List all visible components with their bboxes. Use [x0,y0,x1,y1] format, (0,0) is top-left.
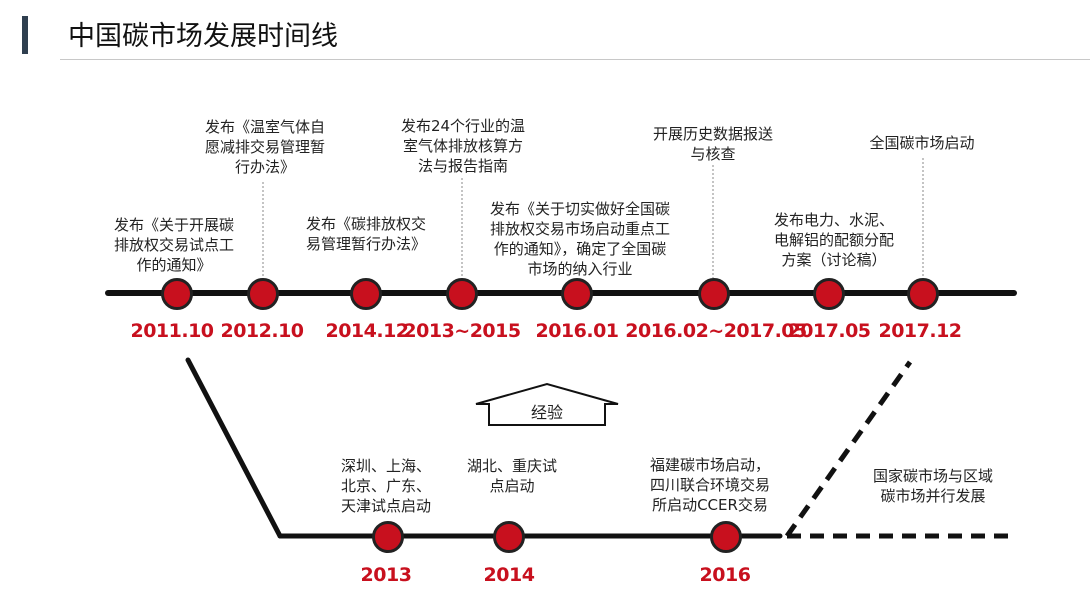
top-date-2011-10: 2011.10 [130,320,214,342]
event-line: 发布《关于切实做好全国碳 [489,200,671,218]
top-date-2017-05: 2017.05 [787,320,871,342]
diagonal-connector [185,357,283,539]
top-dot-2016-02-2017-05 [698,278,730,310]
top-event-2016-01: 发布《关于切实做好全国碳 排放权交易市场启动重点工 作的通知》，确定了全国碳 市… [490,199,670,279]
event-line: 愿减排交易管理暂 [204,138,326,156]
event-line: 点启动 [489,477,535,495]
bottom-date-2013: 2013 [360,564,412,586]
top-date-2016-01: 2016.01 [535,320,619,342]
bottom-date-2014: 2014 [483,564,535,586]
event-line: 发布24个行业的温 [400,117,526,135]
page-title: 中国碳市场发展时间线 [68,21,338,52]
top-event-2017-05: 发布电力、水泥、 电解铝的配额分配 方案（讨论稿） [774,210,894,270]
event-line: 排放权交易市场启动重点工 [489,220,671,238]
event-line: 发布《温室气体自 [204,118,326,136]
bottom-date-2016: 2016 [699,564,751,586]
event-line: 作的通知》，确定了全国碳 [493,240,667,258]
top-dot-2013-2015 [446,278,478,310]
event-line: 所启动CCER交易 [652,496,768,514]
event-line: 开展历史数据报送 [652,125,774,143]
top-event-2017-12: 全国碳市场启动 [869,133,974,153]
event-line: 室气体排放核算方 [402,137,523,155]
event-line: 天津试点启动 [340,497,432,515]
event-line: 行办法》 [234,158,296,176]
event-line: 与核查 [690,145,736,163]
title-accent-bar [22,16,28,54]
event-line: 深圳、上海、 [340,457,432,475]
event-line: 作的通知》 [136,256,212,274]
bottom-dot-2013 [372,521,404,553]
event-line: 易管理暂行办法》 [305,235,427,253]
top-event-2013-2015: 发布24个行业的温 室气体排放核算方 法与报告指南 [401,116,525,176]
top-dot-2016-01 [561,278,593,310]
event-line: 发布电力、水泥、 [773,211,895,229]
top-event-2012-10: 发布《温室气体自 愿减排交易管理暂 行办法》 [205,117,325,177]
future-development-label: 国家碳市场与区域 碳市场并行发展 [873,466,993,506]
event-line: 北京、广东、 [340,477,432,495]
event-line: 发布《关于开展碳 [113,216,235,234]
top-dot-2017-12 [907,278,939,310]
event-line: 国家碳市场与区域 [872,467,994,485]
event-line: 发布《碳排放权交 [305,215,427,233]
bottom-event-2016: 福建碳市场启动， 四川联合环境交易 所启动CCER交易 [650,455,770,515]
bottom-dot-2016 [710,521,742,553]
event-line: 排放权交易试点工 [113,236,235,254]
event-line: 法与报告指南 [417,157,508,175]
top-dot-2014-12 [350,278,382,310]
top-event-2014-12: 发布《碳排放权交 易管理暂行办法》 [306,214,426,254]
top-date-2014-12: 2014.12 [325,320,409,342]
top-dot-2017-05 [813,278,845,310]
event-line: 方案（讨论稿） [781,251,887,269]
top-dot-2012-10 [247,278,279,310]
event-line: 碳市场并行发展 [880,487,986,505]
bottom-event-2014: 湖北、重庆试 点启动 [467,456,557,496]
bottom-event-2013: 深圳、上海、 北京、广东、 天津试点启动 [341,456,431,516]
top-date-2013-2015: 2013~2015 [403,320,521,342]
event-line: 市场的纳入行业 [527,260,633,278]
top-date-2012-10: 2012.10 [220,320,304,342]
top-event-2011-10: 发布《关于开展碳 排放权交易试点工 作的通知》 [114,215,234,275]
bottom-dot-2014 [493,521,525,553]
future-dashed-diagonal [784,360,913,538]
event-line: 四川联合环境交易 [649,476,771,494]
top-date-2017-12: 2017.12 [878,320,962,342]
event-line: 全国碳市场启动 [869,134,975,152]
event-line: 湖北、重庆试 [466,457,558,475]
top-date-2016-02-2017-05: 2016.02~2017.05 [625,320,807,342]
title-divider [60,59,1090,60]
event-line: 电解铝的配额分配 [773,231,895,249]
top-dot-2011-10 [161,278,193,310]
experience-arrow [475,382,619,426]
event-line: 福建碳市场启动， [649,456,771,474]
top-event-2016-02-2017-05: 开展历史数据报送 与核查 [653,124,773,164]
experience-label: 经验 [530,403,564,422]
